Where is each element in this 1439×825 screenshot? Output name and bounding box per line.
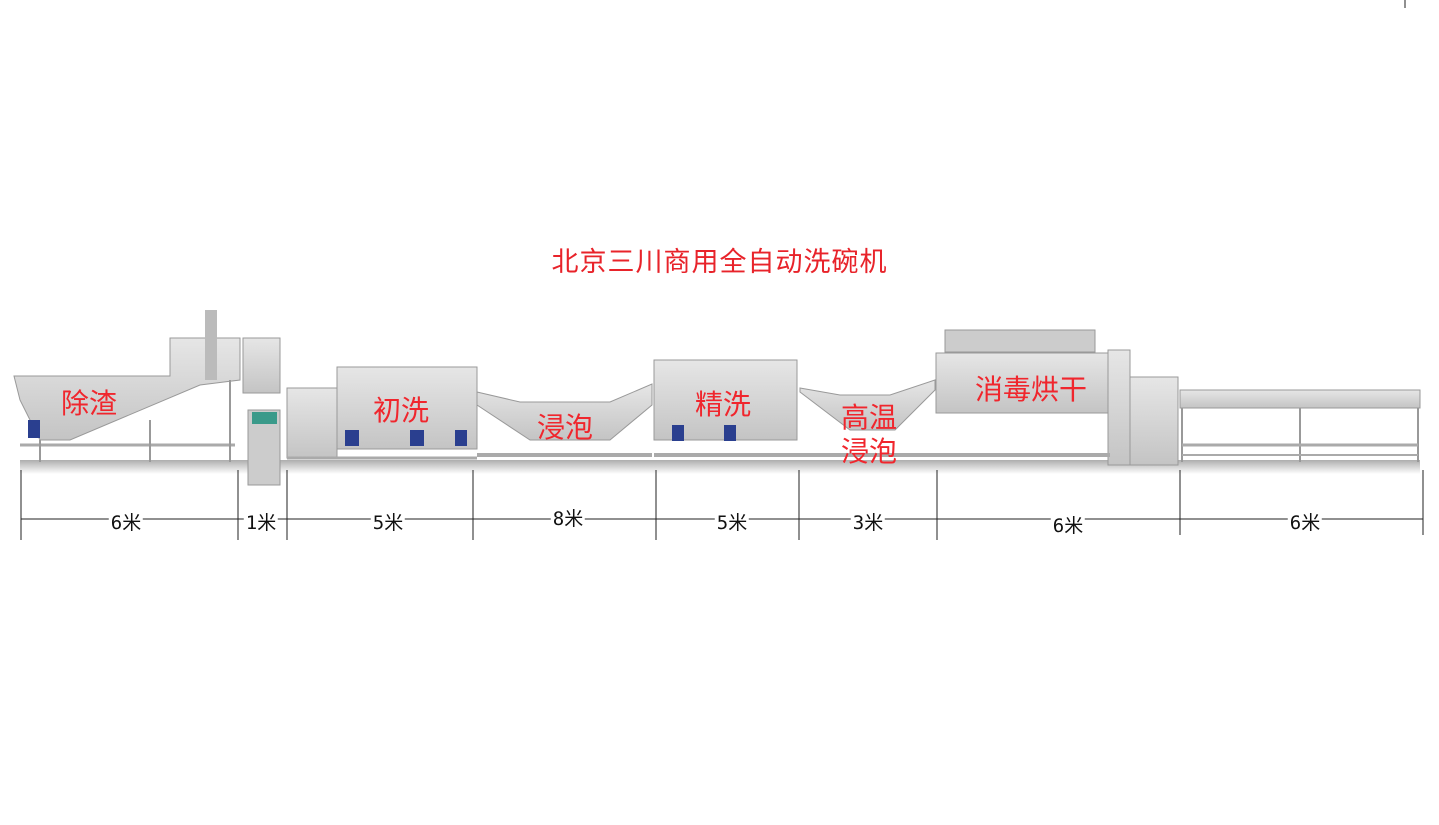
fine-wash-machine [653,359,798,457]
dimension-label: 6米 [1287,508,1323,535]
dimension-label: 1米 [243,508,279,535]
debris-removal-machine [13,310,241,462]
diagram-title: 北京三川商用全自动洗碗机 [551,247,888,278]
output-conveyor [1179,389,1421,462]
floor-shadow [20,460,1420,474]
stage-label-finewash: 精洗 [694,388,752,421]
stage-label-sterilize-dry: 消毒烘干 [974,373,1088,406]
dimension-label: 5米 [714,508,750,535]
dimension-label: 6米 [1050,511,1086,538]
dimension-label: 8米 [550,504,586,531]
sterilize-dry-machine [935,329,1179,466]
transfer-unit [242,337,281,486]
soaking-tank [476,383,653,457]
dimension-label: 5米 [370,508,406,535]
stage-label-hightemp: 高温 [840,401,898,434]
pre-wash-machine [286,366,478,460]
stage-label-hightemp-soak: 浸泡 [840,435,898,468]
dimension-label: 6米 [108,508,144,535]
stage-label-soak: 浸泡 [536,411,594,444]
high-temp-soaking-tank [797,379,937,457]
dimension-label: 3米 [850,508,886,535]
stage-label-prewash: 初洗 [372,394,430,427]
stage-label-debris: 除渣 [60,387,118,420]
